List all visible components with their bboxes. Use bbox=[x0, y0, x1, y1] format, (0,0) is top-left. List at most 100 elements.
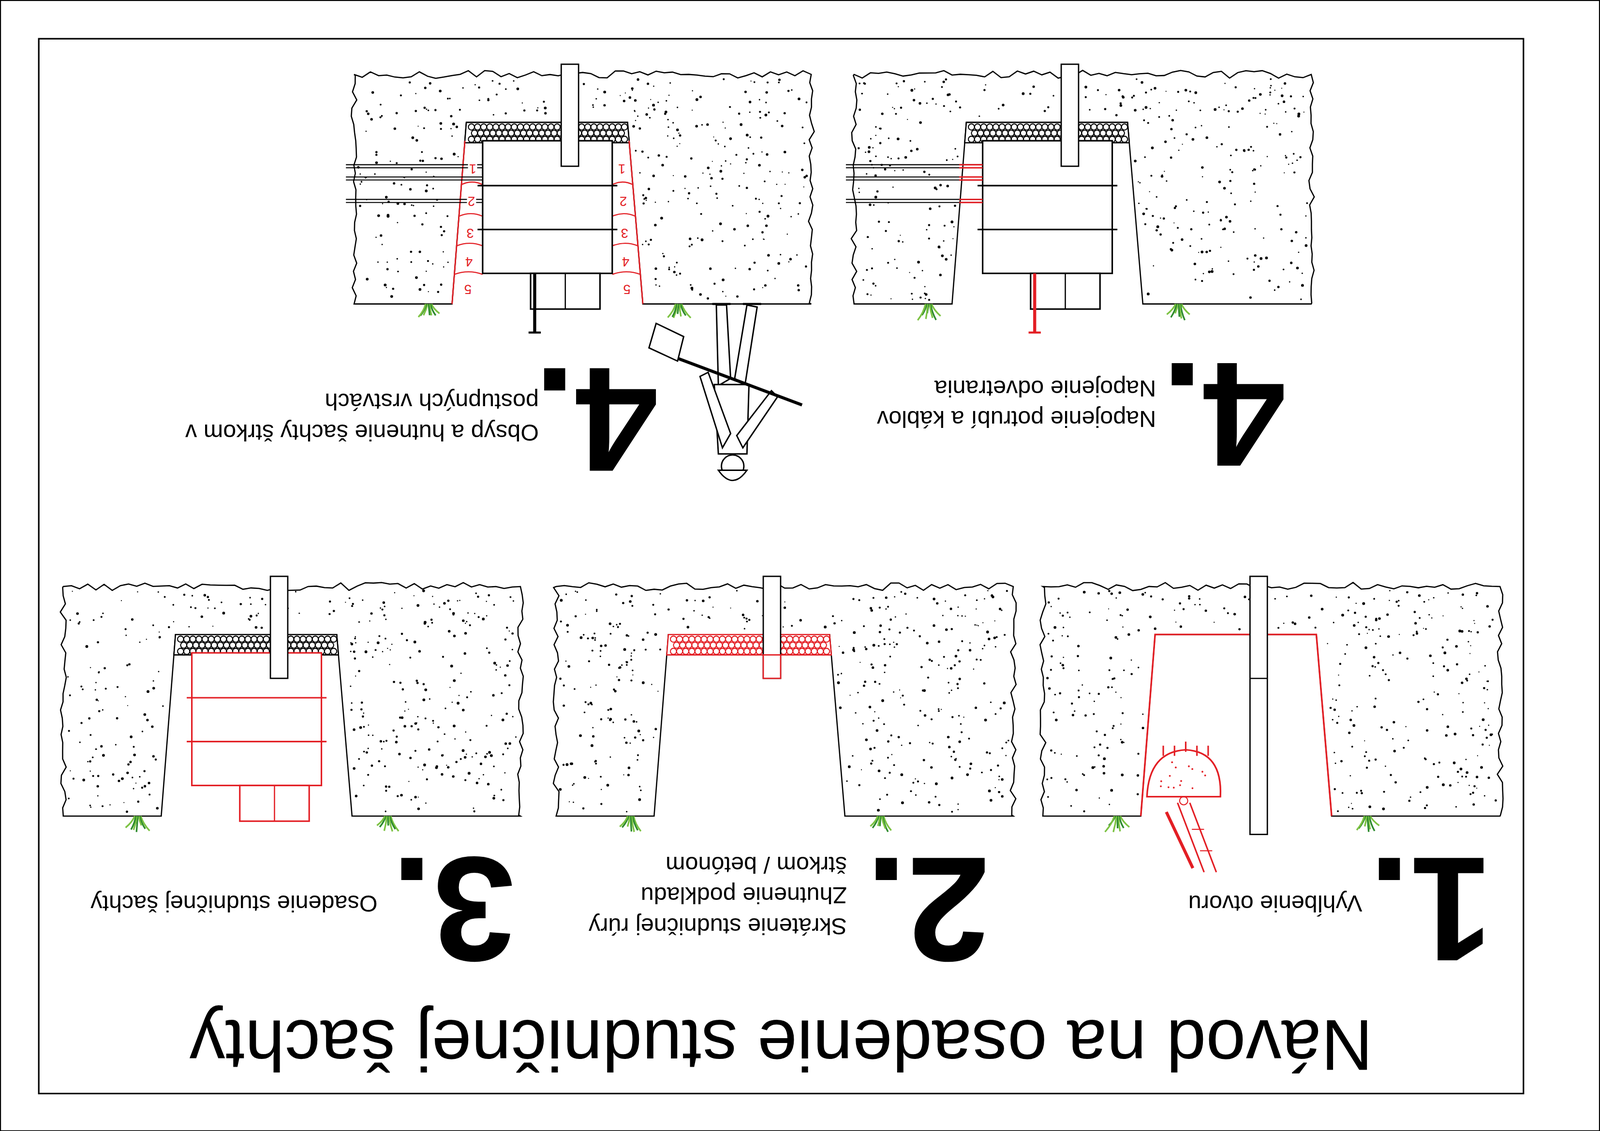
soil-dot bbox=[432, 205, 435, 208]
soil-dot bbox=[451, 775, 455, 778]
soil-dot bbox=[1252, 268, 1256, 272]
soil-dot bbox=[1380, 726, 1383, 729]
grass-blade bbox=[630, 816, 632, 832]
soil-dot bbox=[452, 679, 456, 683]
soil-dot bbox=[609, 756, 611, 758]
soil-dot bbox=[1071, 713, 1075, 717]
soil-dot bbox=[1114, 636, 1118, 639]
soil-dot bbox=[501, 718, 505, 722]
soil-dot bbox=[878, 127, 881, 130]
soil-dot bbox=[429, 82, 432, 85]
soil-dot bbox=[1293, 171, 1296, 174]
soil-dot bbox=[1098, 797, 1101, 800]
soil-dot bbox=[761, 151, 763, 153]
soil-dot bbox=[567, 665, 571, 669]
soil-dot bbox=[1082, 810, 1085, 813]
soil-dot bbox=[400, 632, 404, 636]
gravel-stone bbox=[989, 130, 996, 137]
soil-dot bbox=[1419, 791, 1422, 794]
soil-dot bbox=[350, 651, 352, 653]
soil-dot bbox=[1356, 706, 1358, 708]
gravel-stone bbox=[811, 636, 818, 643]
soil-dot bbox=[1142, 108, 1144, 110]
soil-dot bbox=[508, 742, 511, 745]
soil-dot bbox=[371, 656, 374, 658]
service-pipe bbox=[845, 179, 983, 181]
soil-dot bbox=[961, 615, 963, 617]
soil-dot bbox=[485, 601, 487, 603]
gravel-stone bbox=[211, 642, 218, 649]
soil-dot bbox=[1062, 656, 1065, 659]
soil-dot bbox=[112, 773, 115, 776]
soil-dot bbox=[131, 618, 134, 621]
soil-dot bbox=[1468, 673, 1471, 676]
soil-dot bbox=[152, 680, 155, 682]
soil-dot bbox=[888, 137, 890, 140]
soil-dot bbox=[748, 267, 751, 271]
soil-dot bbox=[75, 612, 79, 615]
soil-dot bbox=[1349, 775, 1351, 777]
soil-dot bbox=[1441, 783, 1445, 787]
soil-dot bbox=[1351, 808, 1354, 811]
soil-dot bbox=[675, 261, 678, 264]
soil-dot bbox=[584, 613, 586, 615]
soil-dot bbox=[1414, 622, 1417, 625]
soil-dot bbox=[684, 188, 686, 190]
soil-dot bbox=[1341, 792, 1344, 795]
soil-dot bbox=[515, 736, 517, 739]
soil-dot bbox=[467, 771, 471, 775]
soil-dot bbox=[937, 664, 940, 667]
soil-dot bbox=[1066, 635, 1069, 638]
soil-dot bbox=[1120, 723, 1122, 725]
soil-dot bbox=[1139, 182, 1141, 184]
soil-dot bbox=[1301, 272, 1304, 275]
soil-dot bbox=[100, 745, 103, 748]
shaft-ring bbox=[977, 228, 1118, 231]
soil-dot bbox=[1429, 654, 1432, 657]
soil-dot bbox=[1358, 633, 1361, 636]
soil-dot bbox=[921, 269, 924, 272]
soil-dot bbox=[1076, 654, 1080, 658]
soil-dot bbox=[912, 782, 915, 785]
soil-dot bbox=[939, 183, 942, 187]
soil-dot bbox=[367, 641, 370, 644]
soil-dot bbox=[572, 801, 575, 804]
soil-dot bbox=[404, 710, 406, 712]
soil-dot bbox=[625, 661, 629, 664]
soil-dot bbox=[408, 781, 410, 783]
gravel-stone bbox=[685, 642, 693, 649]
soil-dot bbox=[447, 630, 451, 633]
soil-dot bbox=[990, 701, 992, 704]
soil-dot bbox=[351, 702, 353, 704]
gravel-outline bbox=[666, 634, 832, 655]
soil-dot bbox=[67, 676, 69, 678]
soil-dot bbox=[803, 176, 806, 179]
soil-dot bbox=[1362, 602, 1365, 606]
gravel-stone bbox=[974, 123, 981, 131]
soil-dot bbox=[395, 735, 398, 738]
soil-dot bbox=[1491, 619, 1494, 622]
gravel-stone bbox=[682, 648, 689, 655]
soil-dot bbox=[635, 721, 638, 723]
soil-dot bbox=[1053, 626, 1057, 630]
gravel-stone bbox=[750, 636, 757, 643]
soil-dot bbox=[901, 801, 904, 805]
soil-dot bbox=[927, 676, 930, 679]
soil-dot bbox=[743, 616, 746, 619]
soil-dot bbox=[81, 688, 84, 691]
soil-dot bbox=[1477, 755, 1479, 757]
soil-dot bbox=[797, 97, 801, 101]
soil-dot bbox=[125, 810, 129, 814]
soil-section bbox=[1039, 576, 1503, 835]
soil-dot bbox=[1002, 701, 1006, 705]
soil-dot bbox=[506, 747, 509, 750]
soil-dot bbox=[1108, 669, 1111, 672]
soil-dot bbox=[425, 171, 428, 174]
soil-dot bbox=[493, 604, 496, 607]
soil-dot bbox=[615, 623, 618, 626]
soil-dot bbox=[375, 150, 378, 154]
soil-dot bbox=[1277, 626, 1280, 629]
soil-dot bbox=[668, 266, 670, 268]
pipe-connection bbox=[959, 163, 983, 166]
